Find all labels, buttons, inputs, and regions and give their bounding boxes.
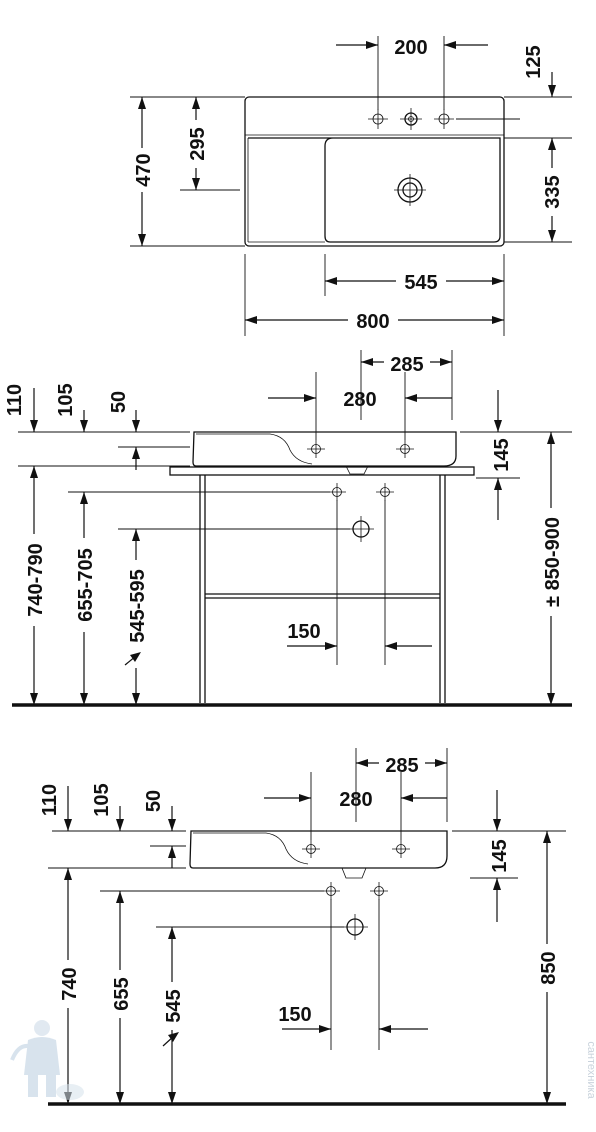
- wall-waste-outlet: [342, 914, 368, 940]
- stand-dim-110: 110: [4, 384, 26, 416]
- wall-tap-hole-left: [302, 840, 320, 858]
- dim-335: 335: [542, 175, 564, 208]
- stand-basin: [192, 431, 457, 467]
- wall-dim-740: 740: [59, 967, 81, 1000]
- stand-tap-hole-right: [396, 440, 414, 458]
- top-tap-hole-left: [368, 109, 388, 129]
- stand-dim-655-705: 655-705: [75, 548, 97, 621]
- stand-dim-50: 50: [108, 391, 130, 413]
- dim-470: 470: [133, 153, 155, 186]
- stand-dim-280: 280: [343, 389, 376, 411]
- wall-dim-110: 110: [39, 784, 61, 816]
- wall-dim-285: 285: [385, 755, 418, 777]
- side-view-wall: 285 280 110 105 50 740: [39, 748, 566, 1106]
- watermark-text: сантехника: [585, 1041, 596, 1099]
- stand-console-top: [169, 466, 475, 476]
- wall-dim-545: 545: [163, 989, 185, 1022]
- top-bowl-outline: [248, 137, 501, 243]
- wall-basin: [189, 830, 448, 869]
- stand-dim-545-595: 545-595: [127, 569, 149, 642]
- stand-dim-850-900: ± 850-900: [542, 517, 564, 607]
- wall-dim-50: 50: [143, 790, 165, 812]
- wall-dim-280: 280: [339, 789, 372, 811]
- stand-dim-285: 285: [390, 354, 423, 376]
- stand-tap-hole-left: [307, 440, 325, 458]
- stand-dim-105: 105: [55, 383, 77, 416]
- top-view: 200 125 335 470 295: [130, 36, 572, 336]
- wall-dim-150: 150: [278, 1004, 311, 1026]
- stand-dim-740-790: 740-790: [25, 543, 47, 616]
- stand-dim-145: 145: [491, 438, 513, 471]
- dim-545: 545: [404, 272, 437, 294]
- top-drain: [394, 174, 426, 206]
- watermark-logo: [10, 1020, 84, 1100]
- wall-dim-145: 145: [489, 839, 511, 872]
- wall-supply-left: [322, 882, 340, 900]
- side-view-stand: 285 280 110 105 50 740-790: [4, 350, 572, 707]
- dim-295: 295: [187, 127, 209, 160]
- top-tap-hole-right: [434, 109, 454, 129]
- dim-125: 125: [523, 45, 545, 78]
- stand-dim-150: 150: [287, 621, 320, 643]
- dim-200: 200: [394, 37, 427, 59]
- top-tap-hole-center: [400, 108, 422, 130]
- stand-supply-right: [376, 483, 394, 501]
- wall-supply-right: [370, 882, 388, 900]
- stand-supply-left: [328, 483, 346, 501]
- wall-dim-655: 655: [111, 977, 133, 1010]
- stand-waste-outlet: [348, 516, 374, 542]
- top-basin-outline: [244, 96, 505, 247]
- dim-800: 800: [356, 311, 389, 333]
- wall-dim-850: 850: [538, 951, 560, 984]
- wall-dim-105: 105: [91, 783, 113, 816]
- wall-tap-hole-right: [392, 840, 410, 858]
